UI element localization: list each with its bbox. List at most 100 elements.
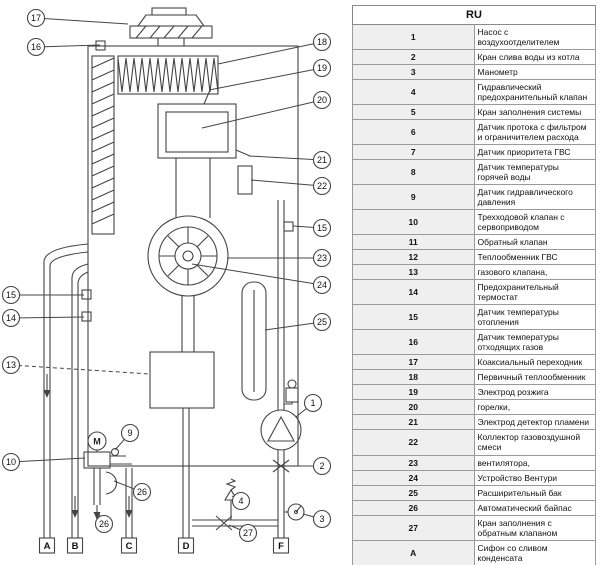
legend-row-id: 24: [352, 469, 475, 486]
callout-16: 16: [26, 37, 101, 57]
port-C: C: [120, 537, 138, 554]
pump: [260, 379, 302, 451]
port-label: F: [278, 541, 284, 552]
hydraulic-group: [83, 431, 132, 505]
legend-row-id: 27: [352, 514, 475, 541]
legend-row-id: 4: [352, 79, 475, 106]
legend-row-id: 25: [352, 484, 475, 501]
callout-label: 26: [99, 519, 109, 529]
legend-row-id: 3: [352, 64, 475, 81]
callout-17: 17: [26, 8, 129, 28]
legend-row-text: Датчик протока с фильтром и ограничителе…: [473, 119, 596, 146]
callout-13: 13: [1, 355, 151, 375]
legend-row-id: 12: [352, 249, 475, 266]
port-label: D: [183, 541, 190, 552]
port-D: D: [177, 537, 195, 554]
port-F: F: [272, 537, 290, 554]
legend-row-id: 23: [352, 454, 475, 471]
legend-row-text: Электрод розжига: [473, 384, 596, 401]
legend-row-text: Расширительный бак: [473, 484, 596, 501]
legend-row-id: 6: [352, 119, 475, 146]
callout-2: 2: [289, 456, 332, 476]
legend-row-id: 11: [352, 234, 475, 251]
callout-1: 1: [295, 393, 323, 418]
mixture-collector: [237, 165, 253, 195]
legend-row-text: Трехходовой клапан с сервоприводом: [473, 209, 596, 236]
legend-title: RU: [352, 5, 596, 25]
callout-18: 18: [217, 32, 332, 65]
legend-row-text: Датчик гидравлического давления: [473, 184, 596, 211]
legend-row-text: Предохранительный термостат: [473, 279, 596, 306]
combustion-chamber: [157, 89, 251, 159]
mixture-pipe: [181, 296, 195, 352]
legend-row-id: 17: [352, 354, 475, 371]
legend-row-text: Обратный клапан: [473, 234, 596, 251]
legend-row-id: 1: [352, 23, 475, 51]
motor-label: M: [93, 437, 101, 447]
callout-label: 15: [317, 223, 327, 233]
left-coil: [91, 55, 115, 235]
legend-row-id: 19: [352, 384, 475, 401]
legend-row-text: Насос с воздухоотделителем: [473, 23, 596, 51]
port-label: C: [126, 541, 133, 552]
legend-row-text: Электрод детектор пламени: [473, 414, 596, 431]
callout-label: 19: [317, 63, 327, 73]
fittings: [192, 459, 305, 531]
callout-label: 17: [31, 13, 41, 23]
legend-row-id: 5: [352, 104, 475, 121]
callout-22: 22: [250, 176, 332, 196]
callout-label: 15: [6, 290, 16, 300]
callout-label: 1: [310, 398, 315, 408]
legend-row-text: Манометр: [473, 64, 596, 81]
legend-row-text: Коаксиальный переходник: [473, 354, 596, 371]
callout-label: 22: [317, 181, 327, 191]
callout-label: 13: [6, 360, 16, 370]
callout-26: 26: [94, 511, 114, 534]
legend-row-id: 26: [352, 499, 475, 516]
legend-row-text: Первичный теплообменник: [473, 369, 596, 386]
callout-15: 15: [1, 285, 84, 305]
callout-label: 24: [317, 280, 327, 290]
port-A: A: [38, 537, 56, 554]
callout-20: 20: [201, 90, 332, 129]
callout-label: 16: [31, 42, 41, 52]
legend-row-id: A: [352, 539, 475, 565]
boiler-casing: [87, 45, 299, 467]
callout-23: 23: [227, 248, 332, 268]
callout-label: 25: [317, 317, 327, 327]
port-B: B: [66, 537, 84, 554]
callout-24: 24: [191, 263, 332, 295]
callout-25: 25: [264, 312, 332, 332]
callout-label: 18: [317, 37, 327, 47]
legend-row-text: вентилятора,: [473, 454, 596, 471]
callout-label: 23: [317, 253, 327, 263]
port-label: A: [44, 541, 51, 552]
legend-row-id: 8: [352, 159, 475, 186]
callout-label: 20: [317, 95, 327, 105]
primary-heat-exchanger: [117, 55, 219, 95]
legend-row-text: газового клапана,: [473, 264, 596, 281]
expansion-tank: [241, 281, 267, 401]
